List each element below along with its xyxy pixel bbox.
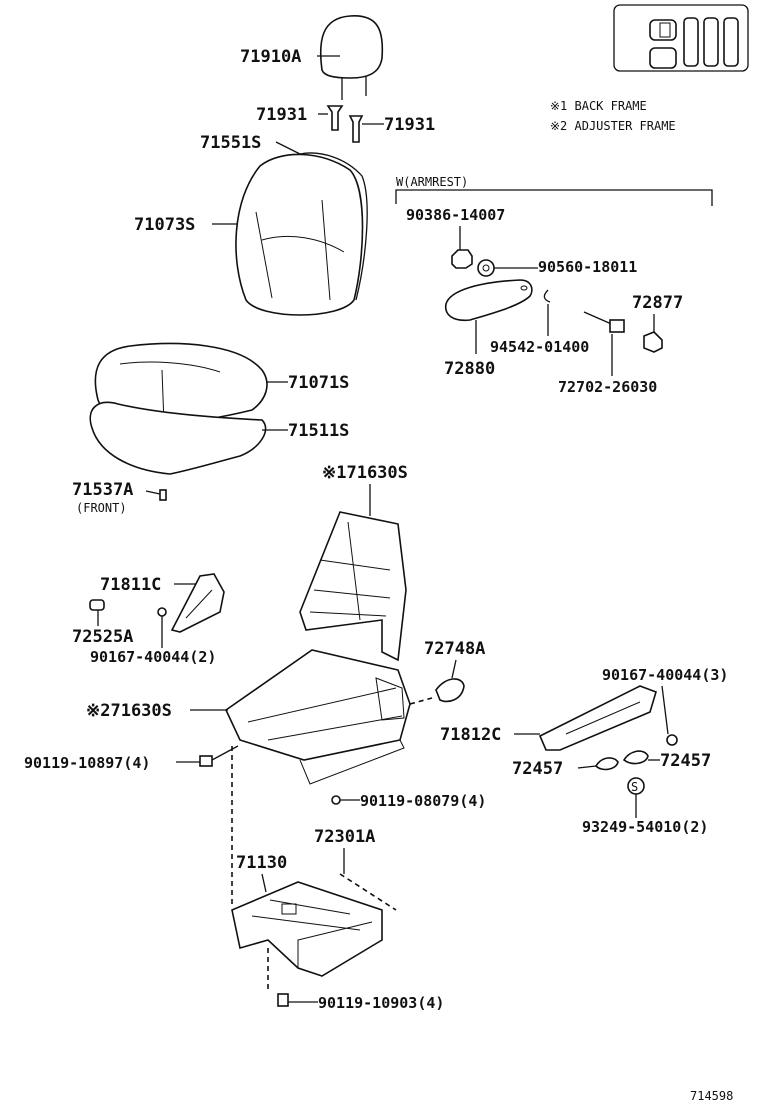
headrest-part bbox=[319, 15, 384, 100]
knob-left-label: 72457 bbox=[512, 759, 563, 779]
arm-cap-label: 72877 bbox=[632, 293, 683, 313]
back-frame-label: ※171630S bbox=[322, 463, 408, 483]
arm-bolt2-part bbox=[583, 311, 625, 333]
small-cover-label: 72748A bbox=[424, 639, 485, 659]
riser-bolt-label: 90119-10903(4) bbox=[318, 994, 444, 1012]
riser-label: 71130 bbox=[236, 853, 287, 873]
back-frame-part bbox=[299, 511, 407, 662]
outer-shield-label: 71812C bbox=[440, 725, 501, 745]
bottom-bolt-label: 90119-08079(4) bbox=[360, 792, 486, 810]
headrest-guide-right bbox=[348, 115, 364, 143]
seat-position-icon bbox=[613, 4, 749, 72]
cushion-cover-label: 71511S bbox=[288, 421, 349, 441]
armrest-label: 72880 bbox=[444, 359, 495, 379]
inner-shield-label: 71811C bbox=[100, 575, 161, 595]
legend-note-back-frame: ※1 BACK FRAME bbox=[550, 99, 647, 113]
side-bolt-part bbox=[199, 755, 213, 767]
arm-bush-label: 90560-18011 bbox=[538, 258, 637, 276]
armrest-part bbox=[444, 279, 533, 322]
clip-label: 71537A bbox=[72, 480, 133, 500]
outer-shield-part bbox=[538, 685, 657, 751]
inner-bolt-label: 90167-40044(2) bbox=[90, 648, 216, 666]
armrest-header: W(ARMREST) bbox=[396, 175, 468, 189]
arm-bolt1-label: 90386-14007 bbox=[406, 206, 505, 224]
bottom-bolt-part bbox=[331, 795, 341, 805]
small-cover-part bbox=[435, 678, 465, 703]
riser-part bbox=[231, 881, 383, 977]
knob-right-part bbox=[622, 750, 649, 765]
clip-note: (FRONT) bbox=[76, 501, 127, 515]
snap-ring-mark: S bbox=[631, 780, 638, 794]
seat-back-part bbox=[235, 152, 368, 316]
adjuster-frame-part bbox=[224, 649, 411, 785]
knob-left-part bbox=[594, 757, 619, 771]
clip-part bbox=[159, 489, 167, 501]
back-pad-label: 71073S bbox=[134, 215, 195, 235]
headrest-guide-left bbox=[326, 105, 344, 131]
arm-pin-part bbox=[543, 289, 551, 303]
snap-ring-label: 93249-54010(2) bbox=[582, 818, 708, 836]
cap-label: 72525A bbox=[72, 627, 133, 647]
inner-bolt-part bbox=[157, 607, 167, 617]
outer-bolt-label: 90167-40044(3) bbox=[602, 666, 728, 684]
side-bolt-label: 90119-10897(4) bbox=[24, 754, 150, 772]
back-cover-label: 71551S bbox=[200, 133, 261, 153]
rail-part bbox=[339, 873, 397, 911]
guide-right-label: 71931 bbox=[384, 115, 435, 135]
adjuster-frame-label: ※271630S bbox=[86, 701, 172, 721]
outer-bolt-part bbox=[666, 734, 678, 746]
arm-bolt1-part bbox=[451, 249, 473, 269]
arm-bolt2-label: 72702-26030 bbox=[558, 378, 657, 396]
legend-note-adjuster-frame: ※2 ADJUSTER FRAME bbox=[550, 119, 676, 133]
cap-part bbox=[89, 599, 105, 611]
inner-shield-part bbox=[170, 573, 225, 633]
arm-pin-label: 94542-01400 bbox=[490, 338, 589, 356]
drawing-number: 714598 bbox=[690, 1089, 733, 1103]
seat-cushion-part bbox=[94, 342, 268, 427]
cushion-cover-part bbox=[89, 401, 267, 475]
riser-bolt-part bbox=[277, 993, 289, 1007]
guide-left-label: 71931 bbox=[256, 105, 307, 125]
armrest-bracket bbox=[395, 189, 713, 206]
cushion-pad-label: 71071S bbox=[288, 373, 349, 393]
knob-right-label: 72457 bbox=[660, 751, 711, 771]
arm-cap-part bbox=[643, 331, 663, 353]
headrest-label: 71910A bbox=[240, 47, 301, 67]
rail-label: 72301A bbox=[314, 827, 375, 847]
arm-bush-part bbox=[477, 259, 495, 277]
